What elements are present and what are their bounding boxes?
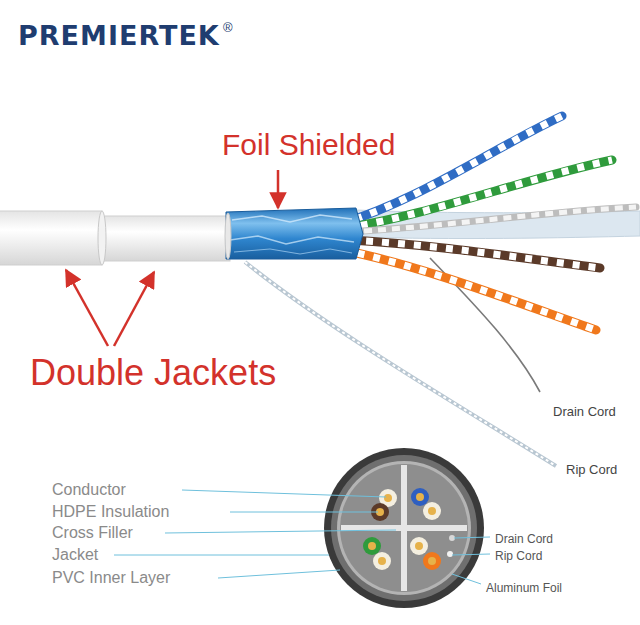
rip-cord-section	[447, 551, 453, 557]
leader-line	[452, 554, 490, 555]
white-insulation	[423, 502, 441, 520]
label-anchor: Rip Cord	[566, 460, 617, 478]
outer-jacket-section	[324, 448, 484, 608]
outer-jacket	[0, 211, 102, 265]
rip-cord-twist	[245, 262, 556, 466]
conductor	[378, 557, 386, 565]
label-anchor: PREMIERTEK	[18, 20, 220, 51]
jacket-end	[98, 211, 106, 265]
label-anchor: Foil Shielded	[222, 128, 395, 163]
brand-logo: PREMIERTEK	[18, 20, 220, 51]
conductor	[384, 494, 392, 502]
leader-line	[454, 537, 490, 538]
label-anchor: Drain Cord	[495, 529, 553, 547]
blue-insulation	[411, 488, 429, 506]
white-pair	[350, 207, 636, 232]
jacket-end	[225, 213, 231, 259]
part-label: Cross Filler	[52, 524, 133, 542]
label-anchor: Jacket	[52, 546, 98, 564]
white-pair-twist	[350, 207, 636, 232]
label-anchor: Aluminum Foil	[486, 578, 562, 596]
part-label: PVC Inner Layer	[52, 569, 170, 587]
label-anchor: Double Jackets	[30, 352, 276, 393]
callout-arrow	[114, 272, 154, 346]
rip-cord	[245, 262, 556, 466]
label-anchor: Cross Filler	[52, 524, 133, 542]
part-label: Rip Cord	[495, 550, 542, 564]
orange-insulation	[423, 552, 441, 570]
part-label: Drain Cord	[553, 405, 616, 420]
leader-line	[114, 555, 329, 556]
conductor	[416, 493, 424, 501]
conductor	[428, 557, 436, 565]
pvc-inner-layer	[331, 455, 477, 601]
cross-filler	[401, 465, 407, 591]
part-label: Drain Cord	[495, 533, 553, 547]
leader-line	[218, 570, 340, 578]
foil-wrinkle	[234, 249, 352, 254]
conductor	[415, 542, 423, 550]
trademark-symbol: ®	[223, 21, 233, 36]
callout-arrow	[277, 170, 280, 208]
green-insulation	[363, 537, 381, 555]
orange-pair	[342, 250, 596, 330]
foil-wrinkle	[232, 215, 352, 222]
leader-line	[165, 530, 396, 533]
white-insulation	[373, 552, 391, 570]
label-anchor: Rip Cord	[495, 546, 542, 564]
part-label: HDPE Insulation	[52, 503, 169, 521]
insulated-conductors	[363, 488, 455, 570]
part-label: Conductor	[52, 481, 126, 499]
label-anchor: ®	[223, 18, 233, 36]
inner-jacket	[100, 216, 230, 261]
core-space	[340, 464, 468, 592]
conductor	[428, 507, 436, 515]
label-anchor: HDPE Insulation	[52, 503, 169, 521]
label-anchor: Drain Cord	[553, 402, 616, 420]
white-insulation	[410, 537, 428, 555]
part-label: Jacket	[52, 546, 98, 564]
part-label: Rip Cord	[566, 463, 617, 478]
foil-wrinkle	[230, 236, 354, 244]
callout-arrow	[66, 270, 108, 346]
leader-line	[230, 512, 378, 513]
leader-lines	[114, 490, 490, 584]
conductor	[368, 542, 376, 550]
callout-label: Foil Shielded	[222, 128, 395, 163]
callout-label: Double Jackets	[30, 352, 276, 393]
label-anchor: PVC Inner Layer	[52, 569, 170, 587]
leader-line	[182, 490, 386, 497]
label-anchor: Conductor	[52, 481, 126, 499]
foil-shield	[226, 208, 363, 259]
aluminum-foil	[337, 461, 471, 595]
part-label: Aluminum Foil	[486, 582, 562, 596]
leader-line	[452, 574, 481, 584]
orange-pair-twist	[342, 250, 596, 330]
